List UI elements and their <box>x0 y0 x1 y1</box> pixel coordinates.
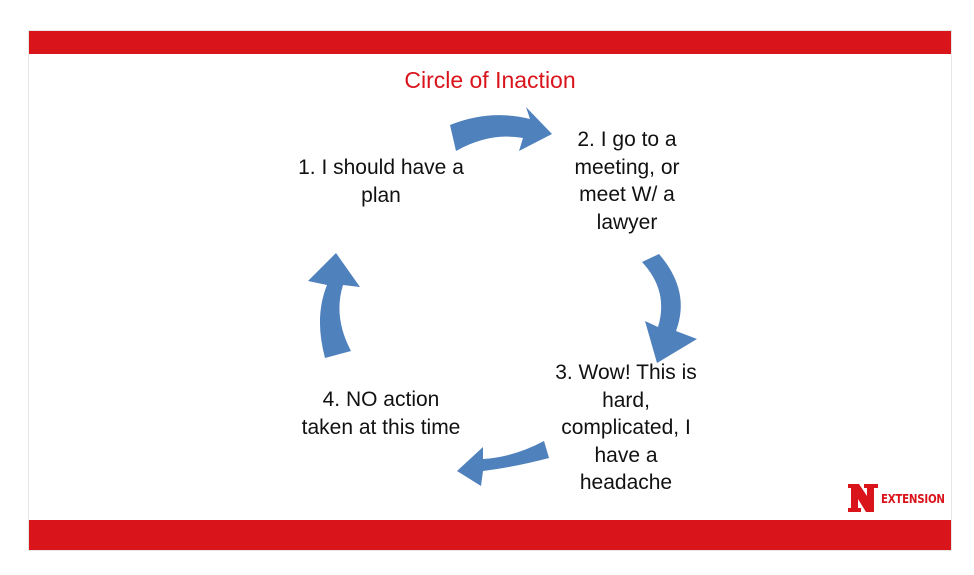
step-2-label: 2. I go to a meeting, or meet W/ a lawye… <box>574 128 680 234</box>
arrow-icon-1-to-2 <box>450 107 552 151</box>
arrow-icon-4-to-1 <box>308 253 360 358</box>
extension-logo: EXTENSION <box>847 483 945 513</box>
nebraska-n-logo-icon <box>848 484 878 512</box>
top-red-band <box>29 31 951 54</box>
cycle-arrows <box>308 107 697 486</box>
step-4-label: 4. NO action taken at this time <box>301 388 461 439</box>
step-1-label: 1. I should have a plan <box>298 156 464 207</box>
arrow-icon-3-to-4 <box>457 441 549 486</box>
diagram-title: Circle of Inaction <box>404 67 576 93</box>
extension-logo-text: EXTENSION <box>881 491 945 506</box>
slide: Circle of Inaction 1. I should have a pl… <box>29 31 951 550</box>
arrow-icon-2-to-3 <box>642 254 697 363</box>
step-3-label: 3. Wow! This is hard, complicated, I hav… <box>555 361 697 494</box>
bottom-red-band <box>29 520 951 550</box>
